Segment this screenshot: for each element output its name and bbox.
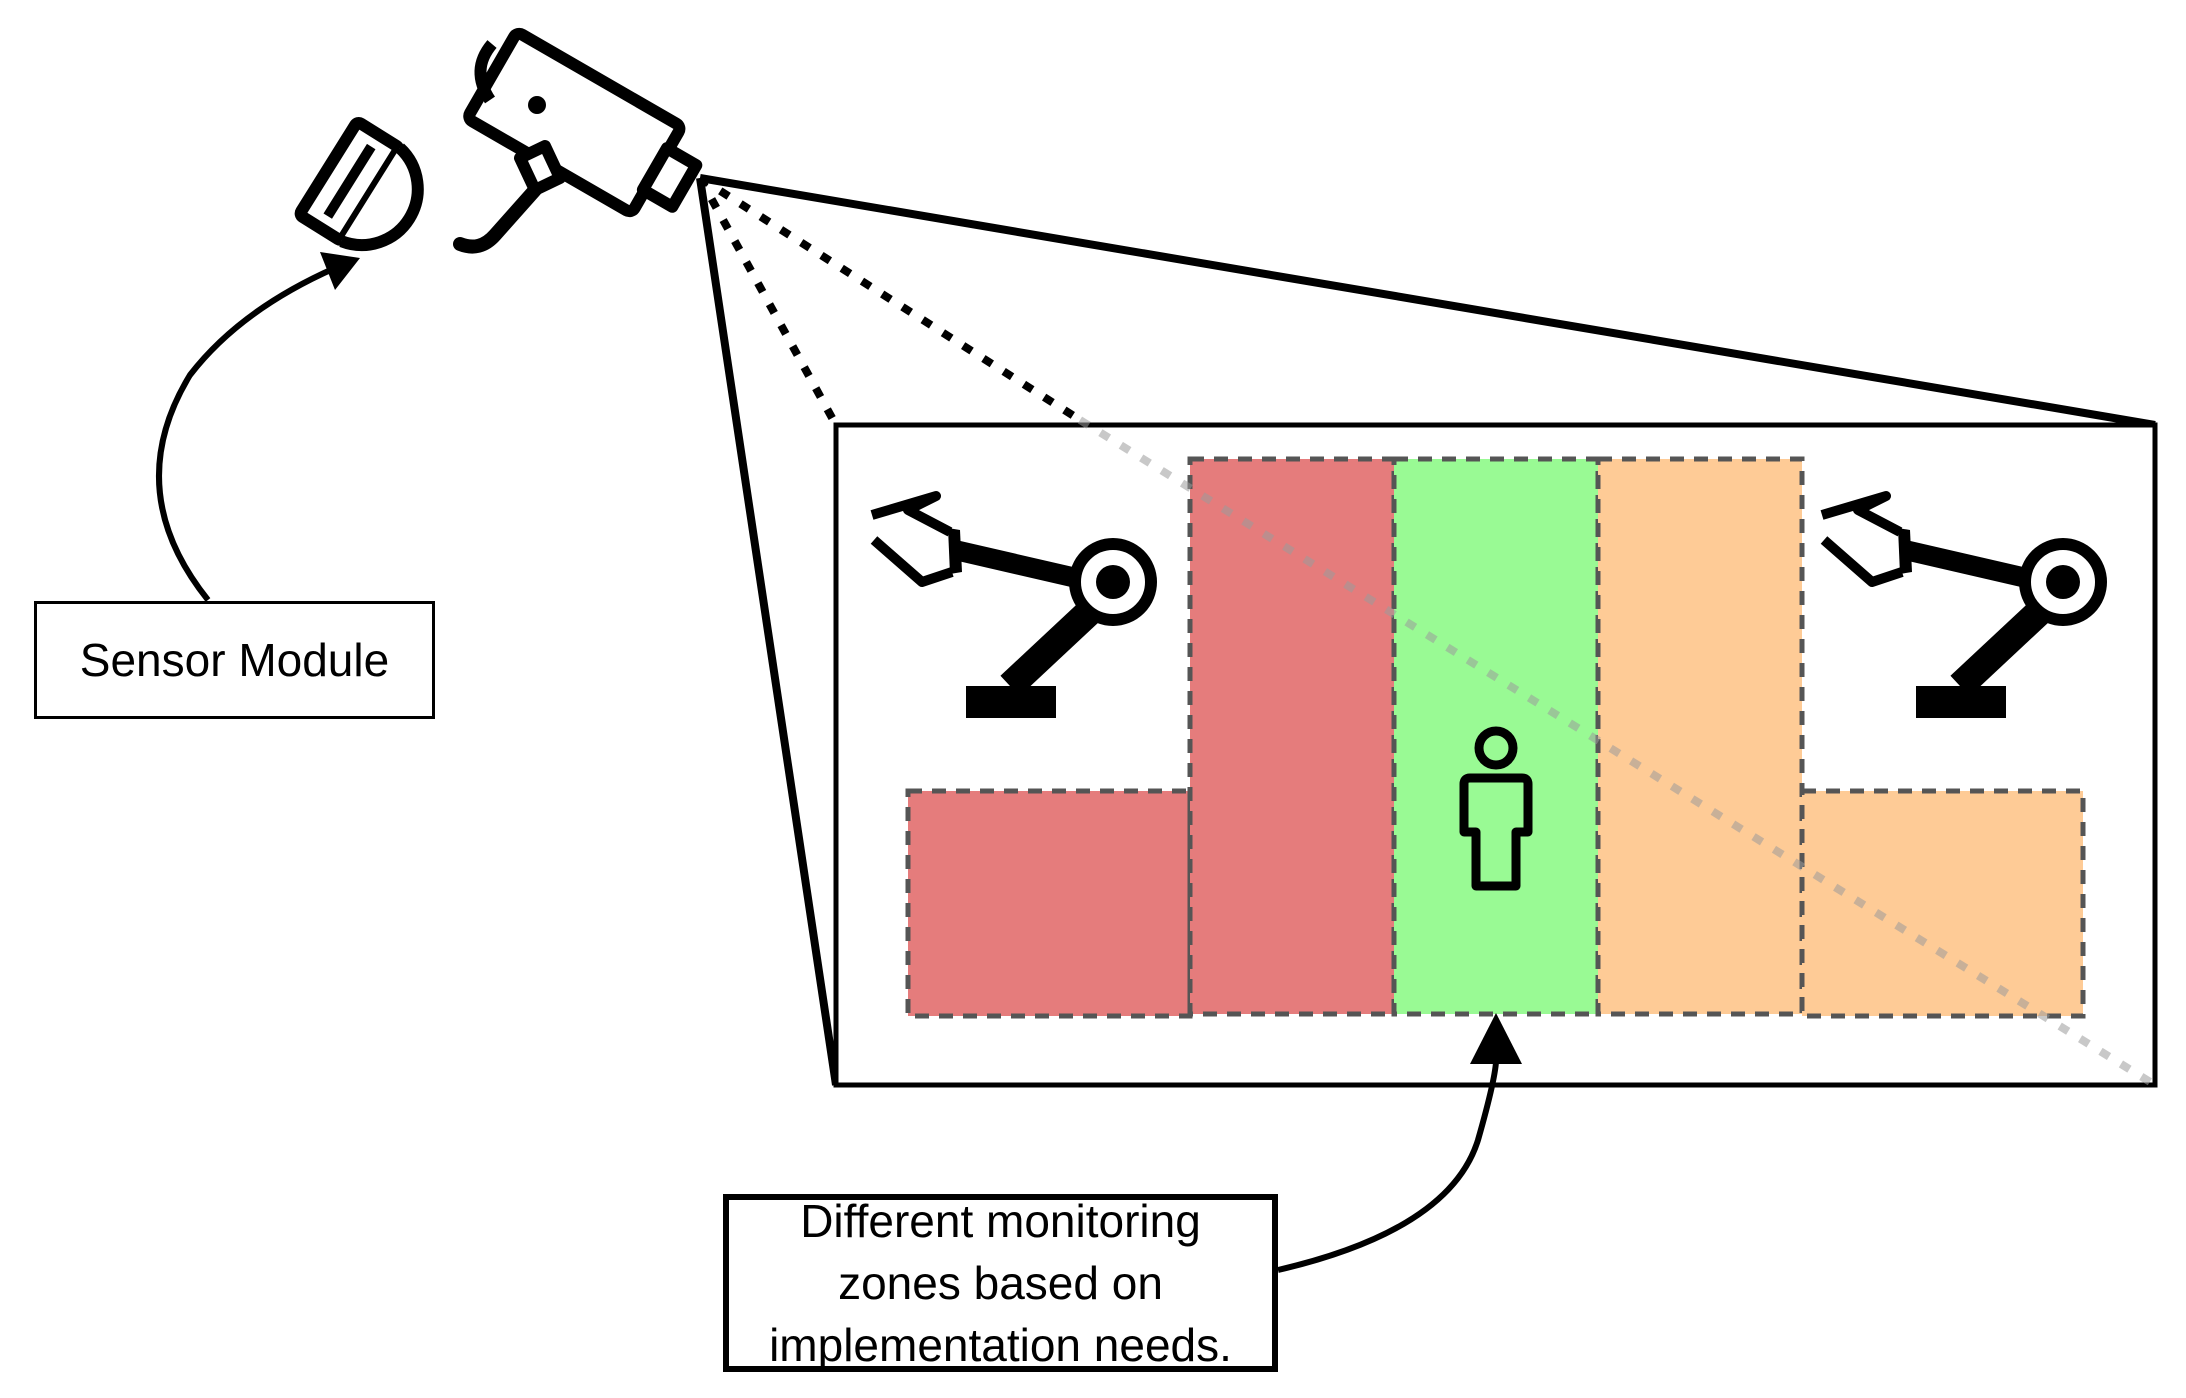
zones-label-line-3: implementation needs.	[769, 1319, 1232, 1371]
fov-dotted-diagonal-faded	[1077, 416, 2158, 1089]
zones-arrow	[1277, 1054, 1500, 1273]
fov-line-left	[696, 177, 840, 1086]
zones-label-line-1: Different monitoring	[800, 1195, 1201, 1247]
person-icon	[1459, 726, 1533, 891]
sensor-module-label: Sensor Module	[34, 601, 435, 719]
sensor-arrow	[156, 265, 337, 602]
sensor-module-icon	[294, 116, 424, 251]
zone-green	[1391, 456, 1601, 1017]
zone-orange-tall	[1595, 456, 1805, 1017]
zone-red-low	[905, 788, 1193, 1019]
zones-arrow-head	[1470, 1013, 1522, 1064]
monitoring-zones	[905, 456, 2086, 1019]
camera-icon	[453, 27, 703, 254]
robot-arm-icon	[1820, 491, 2107, 718]
monitoring-zones-label: Different monitoring zones based on impl…	[723, 1194, 1278, 1372]
zone-orange-low	[1799, 788, 2086, 1019]
zones-label-line-2: zones based on	[838, 1257, 1163, 1309]
fov-line-top	[699, 174, 2156, 429]
sensor-module-text: Sensor Module	[79, 634, 390, 686]
robot-arm-icon	[870, 491, 1157, 718]
fov-dotted-diagonal	[697, 174, 1083, 424]
sensor-arrow-head	[320, 252, 360, 290]
zone-red-tall	[1187, 456, 1397, 1017]
